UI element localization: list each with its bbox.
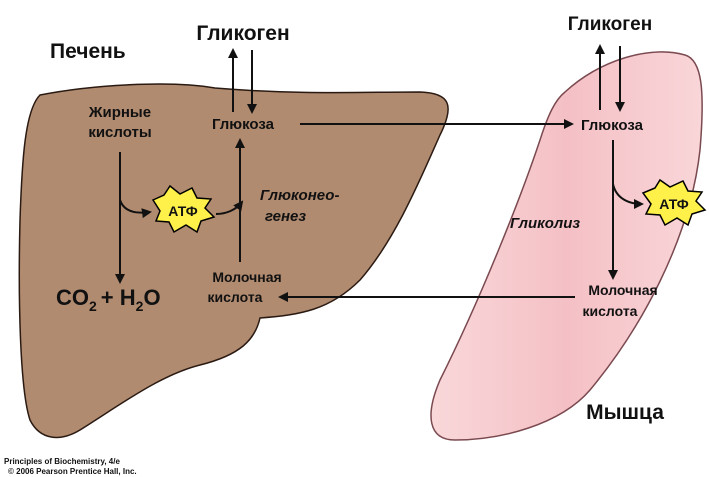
credit-line1: Principles of Biochemistry, 4/e — [4, 457, 120, 466]
glucose-liver-label: Глюкоза — [212, 116, 275, 133]
fatty-acids-line1: Жирные — [88, 104, 151, 121]
lactic-liver-line2: кислота — [208, 289, 263, 305]
co2-sub: 2 — [89, 298, 97, 314]
muscle-title: Мышца — [586, 401, 664, 424]
glycogen-muscle-label: Гликоген — [568, 14, 652, 35]
credit-line2: © 2006 Pearson Prentice Hall, Inc. — [8, 467, 137, 476]
co2-h2o-label: CO2+ H2O — [56, 285, 161, 314]
plus-h: + H — [101, 285, 136, 310]
fatty-acids-line2: кислоты — [88, 124, 151, 141]
lactic-liver-line1: Молочная — [212, 269, 281, 285]
gluconeogenesis-line2: генез — [265, 208, 306, 225]
co2-co: CO — [56, 285, 89, 310]
atp-liver-label: АТФ — [168, 203, 197, 219]
glycogen-liver-label: Гликоген — [196, 22, 289, 45]
glycolysis-label: Гликолиз — [510, 215, 580, 232]
h2o-o: O — [143, 285, 160, 310]
lactic-muscle-line2: кислота — [583, 303, 638, 319]
gluconeogenesis-line1: Глюконео- — [260, 187, 339, 204]
liver-title: Печень — [50, 40, 126, 63]
h2o-sub: 2 — [136, 298, 144, 314]
muscle-shape — [431, 52, 702, 440]
lactic-muscle-line1: Молочная — [588, 282, 657, 298]
glucose-muscle-label: Глюкоза — [581, 117, 644, 134]
liver-shape — [19, 84, 448, 437]
atp-muscle-label: АТФ — [659, 196, 688, 212]
